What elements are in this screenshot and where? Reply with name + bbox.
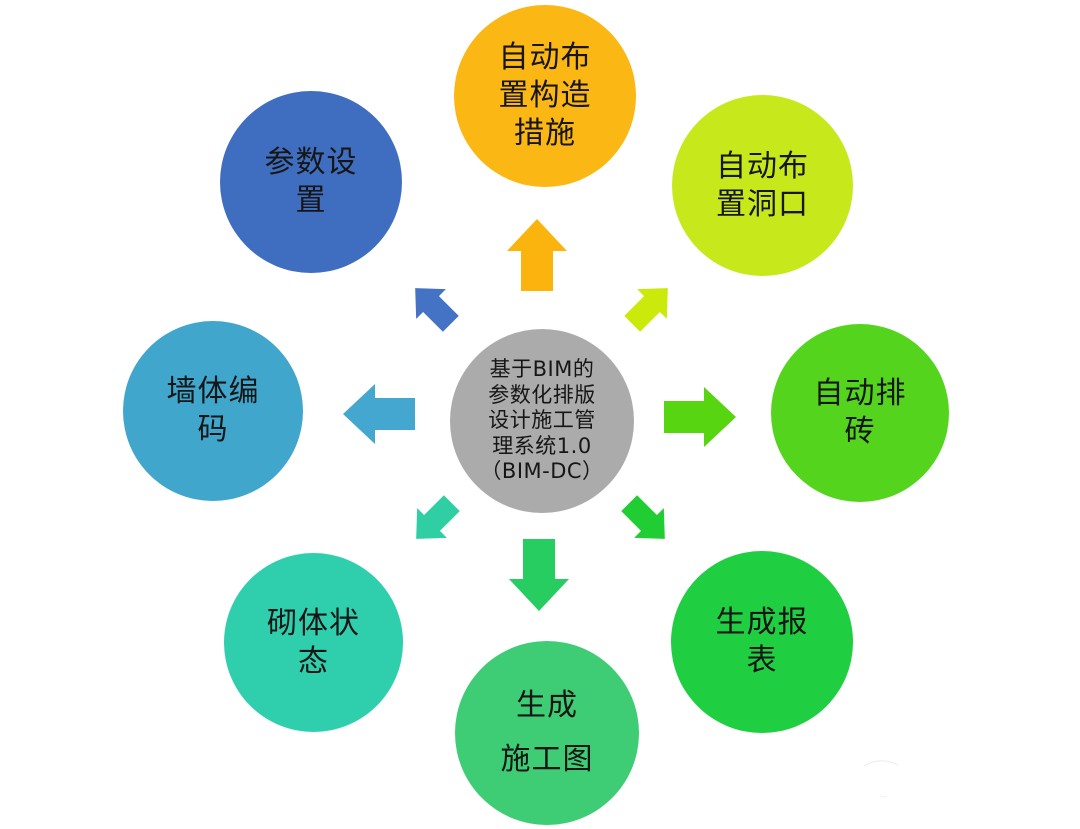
node-label: 自动布 置洞口 [716, 148, 809, 222]
node-generate-reports: 生成报 表 [671, 551, 853, 733]
center-label: 基于BIM的 参数化排版 设计施工管 理系统1.0 （BIM-DC） [480, 356, 604, 484]
arrow-down-icon [509, 539, 569, 611]
node-auto-brick-layout: 自动排 砖 [771, 324, 949, 502]
arrow-down-left-icon [416, 495, 460, 539]
watermark-faint-curve [863, 760, 899, 798]
node-parameter-settings: 参数设 置 [220, 91, 402, 273]
arrow-left-icon [343, 384, 415, 444]
node-label: 砌体状 态 [267, 605, 360, 679]
node-wall-coding: 墙体编 码 [123, 321, 303, 501]
node-auto-construct-measures: 自动布 置构造 措施 [454, 5, 636, 187]
node-masonry-status: 砌体状 态 [224, 553, 403, 732]
node-label: 参数设 置 [264, 145, 358, 218]
arrow-right-icon [664, 387, 736, 447]
node-label: 自动布 置构造 措施 [498, 40, 592, 151]
node-auto-openings: 自动布 置洞口 [672, 95, 853, 276]
node-label: 生成报 表 [715, 605, 809, 678]
node-center-system: 基于BIM的 参数化排版 设计施工管 理系统1.0 （BIM-DC） [450, 329, 634, 513]
node-label: 自动排 砖 [813, 376, 907, 449]
node-generate-drawings: 生成 施工图 [455, 641, 639, 825]
arrow-up-left-icon [415, 288, 459, 332]
node-label: 生成 施工图 [500, 688, 594, 777]
node-label: 墙体编 码 [166, 374, 260, 447]
arrow-up-right-icon [624, 288, 668, 332]
arrow-down-right-icon [621, 495, 665, 539]
arrow-up-icon [507, 219, 567, 291]
